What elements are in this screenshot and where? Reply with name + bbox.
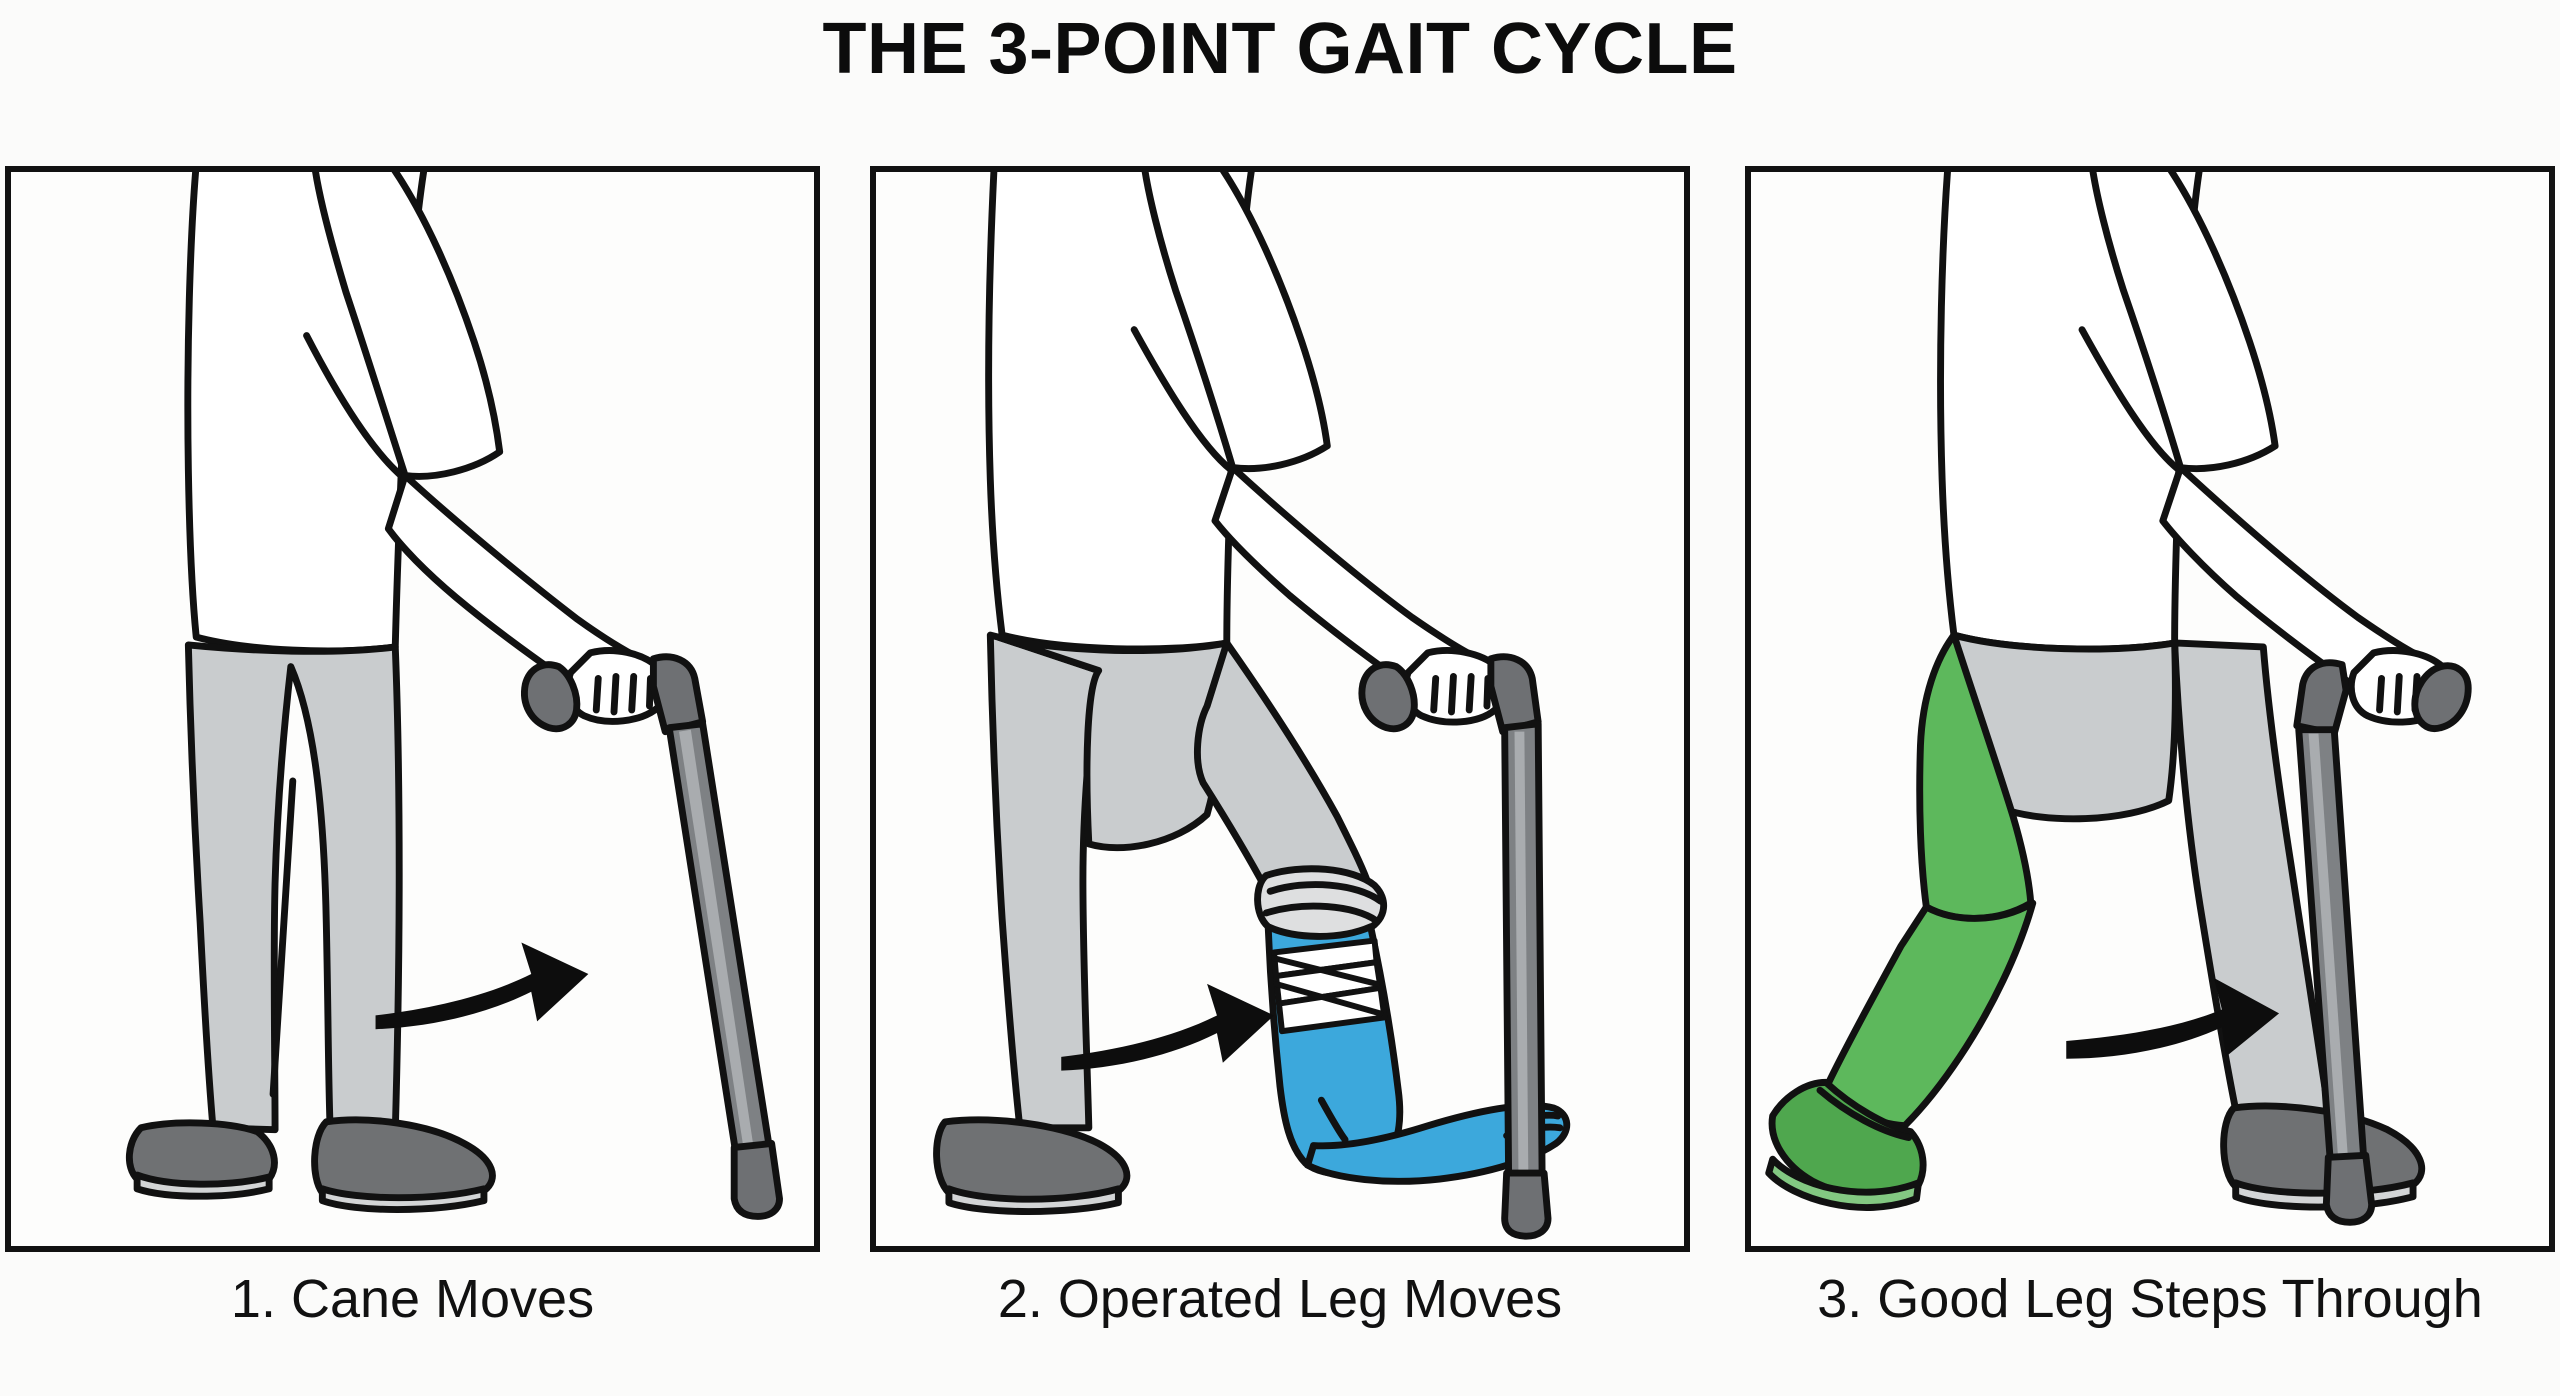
sleeve-hem-line <box>2078 326 2183 474</box>
good-leg-green-shin <box>1824 899 2037 1130</box>
pants-crease-line <box>269 777 297 1098</box>
forward-motion-arrow <box>375 942 589 1030</box>
finger-line-2 <box>610 673 620 716</box>
operated-foot-blue <box>1304 1102 1571 1185</box>
cane-shaft-highlight <box>679 729 754 1152</box>
pants-hip <box>994 633 1231 852</box>
bandage-wrap <box>1271 937 1388 1035</box>
cane-handle <box>2293 659 2350 738</box>
shoe-rear-sole <box>945 1185 1122 1215</box>
sleeve-hem-line <box>1130 326 1235 474</box>
cane-handle-top <box>1487 653 1542 736</box>
panel-step-3 <box>1745 166 2555 1252</box>
finger-line-2 <box>1448 673 1457 716</box>
cane-handle <box>1358 661 1418 733</box>
bandage-cuff-line-1 <box>1266 881 1384 905</box>
sleeve-hem-line <box>303 332 407 481</box>
panel-step-1 <box>5 166 820 1252</box>
caption-step-1: 1. Cane Moves <box>230 1269 595 1329</box>
cane-tip <box>1501 1169 1552 1240</box>
finger-line-2 <box>2393 673 2403 716</box>
finger-line-3 <box>1465 673 1475 714</box>
caption-step-3: 3. Good Leg Steps Through <box>1817 1269 2483 1329</box>
figure-person-advancing-operated-leg <box>933 172 1571 1240</box>
shoe-rear-gray <box>2220 1102 2426 1201</box>
forward-motion-arrow <box>1061 983 1275 1071</box>
cane-tip <box>730 1140 783 1220</box>
shirt-sleeve <box>2089 172 2279 473</box>
shirt-sleeve <box>1141 172 1331 473</box>
shoe-good-leg-sole <box>1765 1155 1922 1211</box>
shoe-rear-sole <box>133 1171 273 1200</box>
cane-tip <box>2322 1151 2376 1226</box>
bandage-cuff-line-2 <box>1262 902 1381 925</box>
page-title: THE 3-POINT GAIT CYCLE <box>822 9 1738 89</box>
cane-handle-knob <box>2411 662 2472 733</box>
figure-person-with-cane-stance <box>126 172 783 1220</box>
figure-person-stepping-through-good-leg <box>1765 172 2472 1226</box>
finger-line-3 <box>628 673 638 714</box>
shoe-front-sole <box>318 1185 488 1213</box>
cane-handle <box>521 661 581 733</box>
finger-line-1 <box>2376 675 2385 714</box>
shoe-front <box>311 1116 496 1204</box>
shirt-sleeve <box>312 172 504 480</box>
caption-step-2: 2. Operated Leg Moves <box>997 1269 1563 1329</box>
pants <box>184 641 403 1136</box>
pants-rear-leg <box>986 631 1103 1132</box>
finger-line-1 <box>592 675 602 714</box>
finger-line-1 <box>1430 675 1440 714</box>
forward-motion-arrow <box>2066 977 2280 1059</box>
cane-shaft-highlight <box>1514 731 1529 1174</box>
panel-step-2 <box>870 166 1690 1252</box>
shoe-good-leg-cuff-line <box>1816 1086 1913 1142</box>
cane-handle-top <box>649 653 707 736</box>
shoe-rear <box>933 1116 1131 1205</box>
ankle-crease <box>1317 1096 1349 1144</box>
pants-operated-thigh <box>1193 639 1371 902</box>
cane-shaft-highlight <box>2308 733 2349 1160</box>
